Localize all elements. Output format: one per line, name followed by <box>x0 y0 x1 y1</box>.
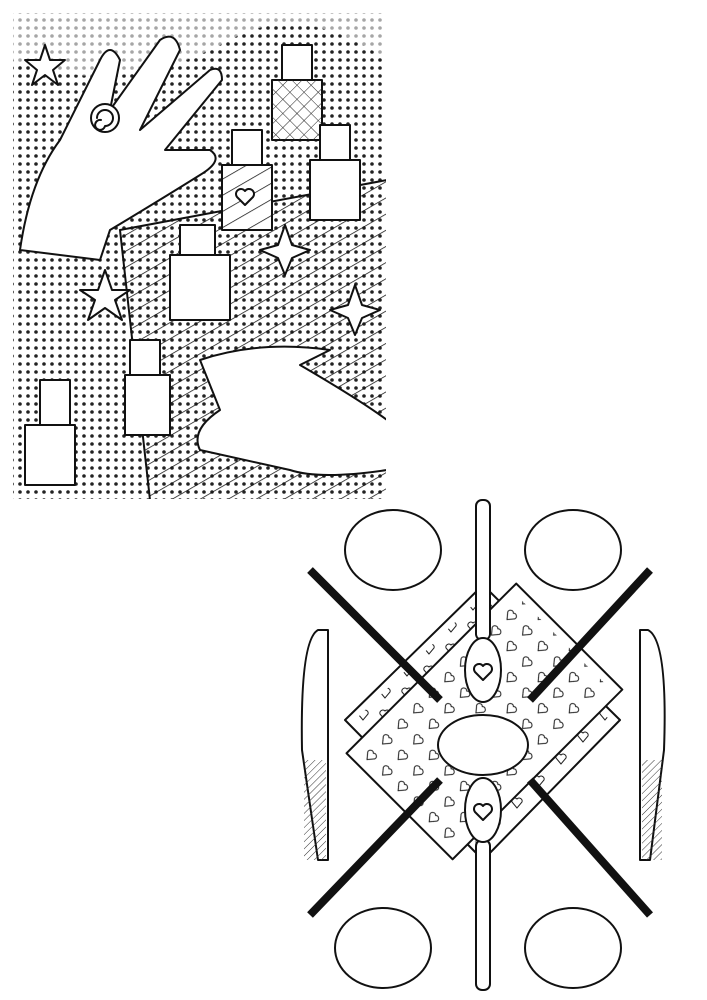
nail-polish-page <box>11 11 388 501</box>
swirl-ring <box>90 103 120 133</box>
forks <box>307 567 653 918</box>
stars <box>24 44 381 336</box>
knives <box>300 629 666 861</box>
nail-polish-bottles <box>24 44 361 486</box>
lower-hand <box>196 345 388 476</box>
cookies <box>334 509 622 989</box>
spoons <box>464 499 502 991</box>
cookies-page <box>300 499 666 991</box>
hand-top <box>19 35 223 261</box>
